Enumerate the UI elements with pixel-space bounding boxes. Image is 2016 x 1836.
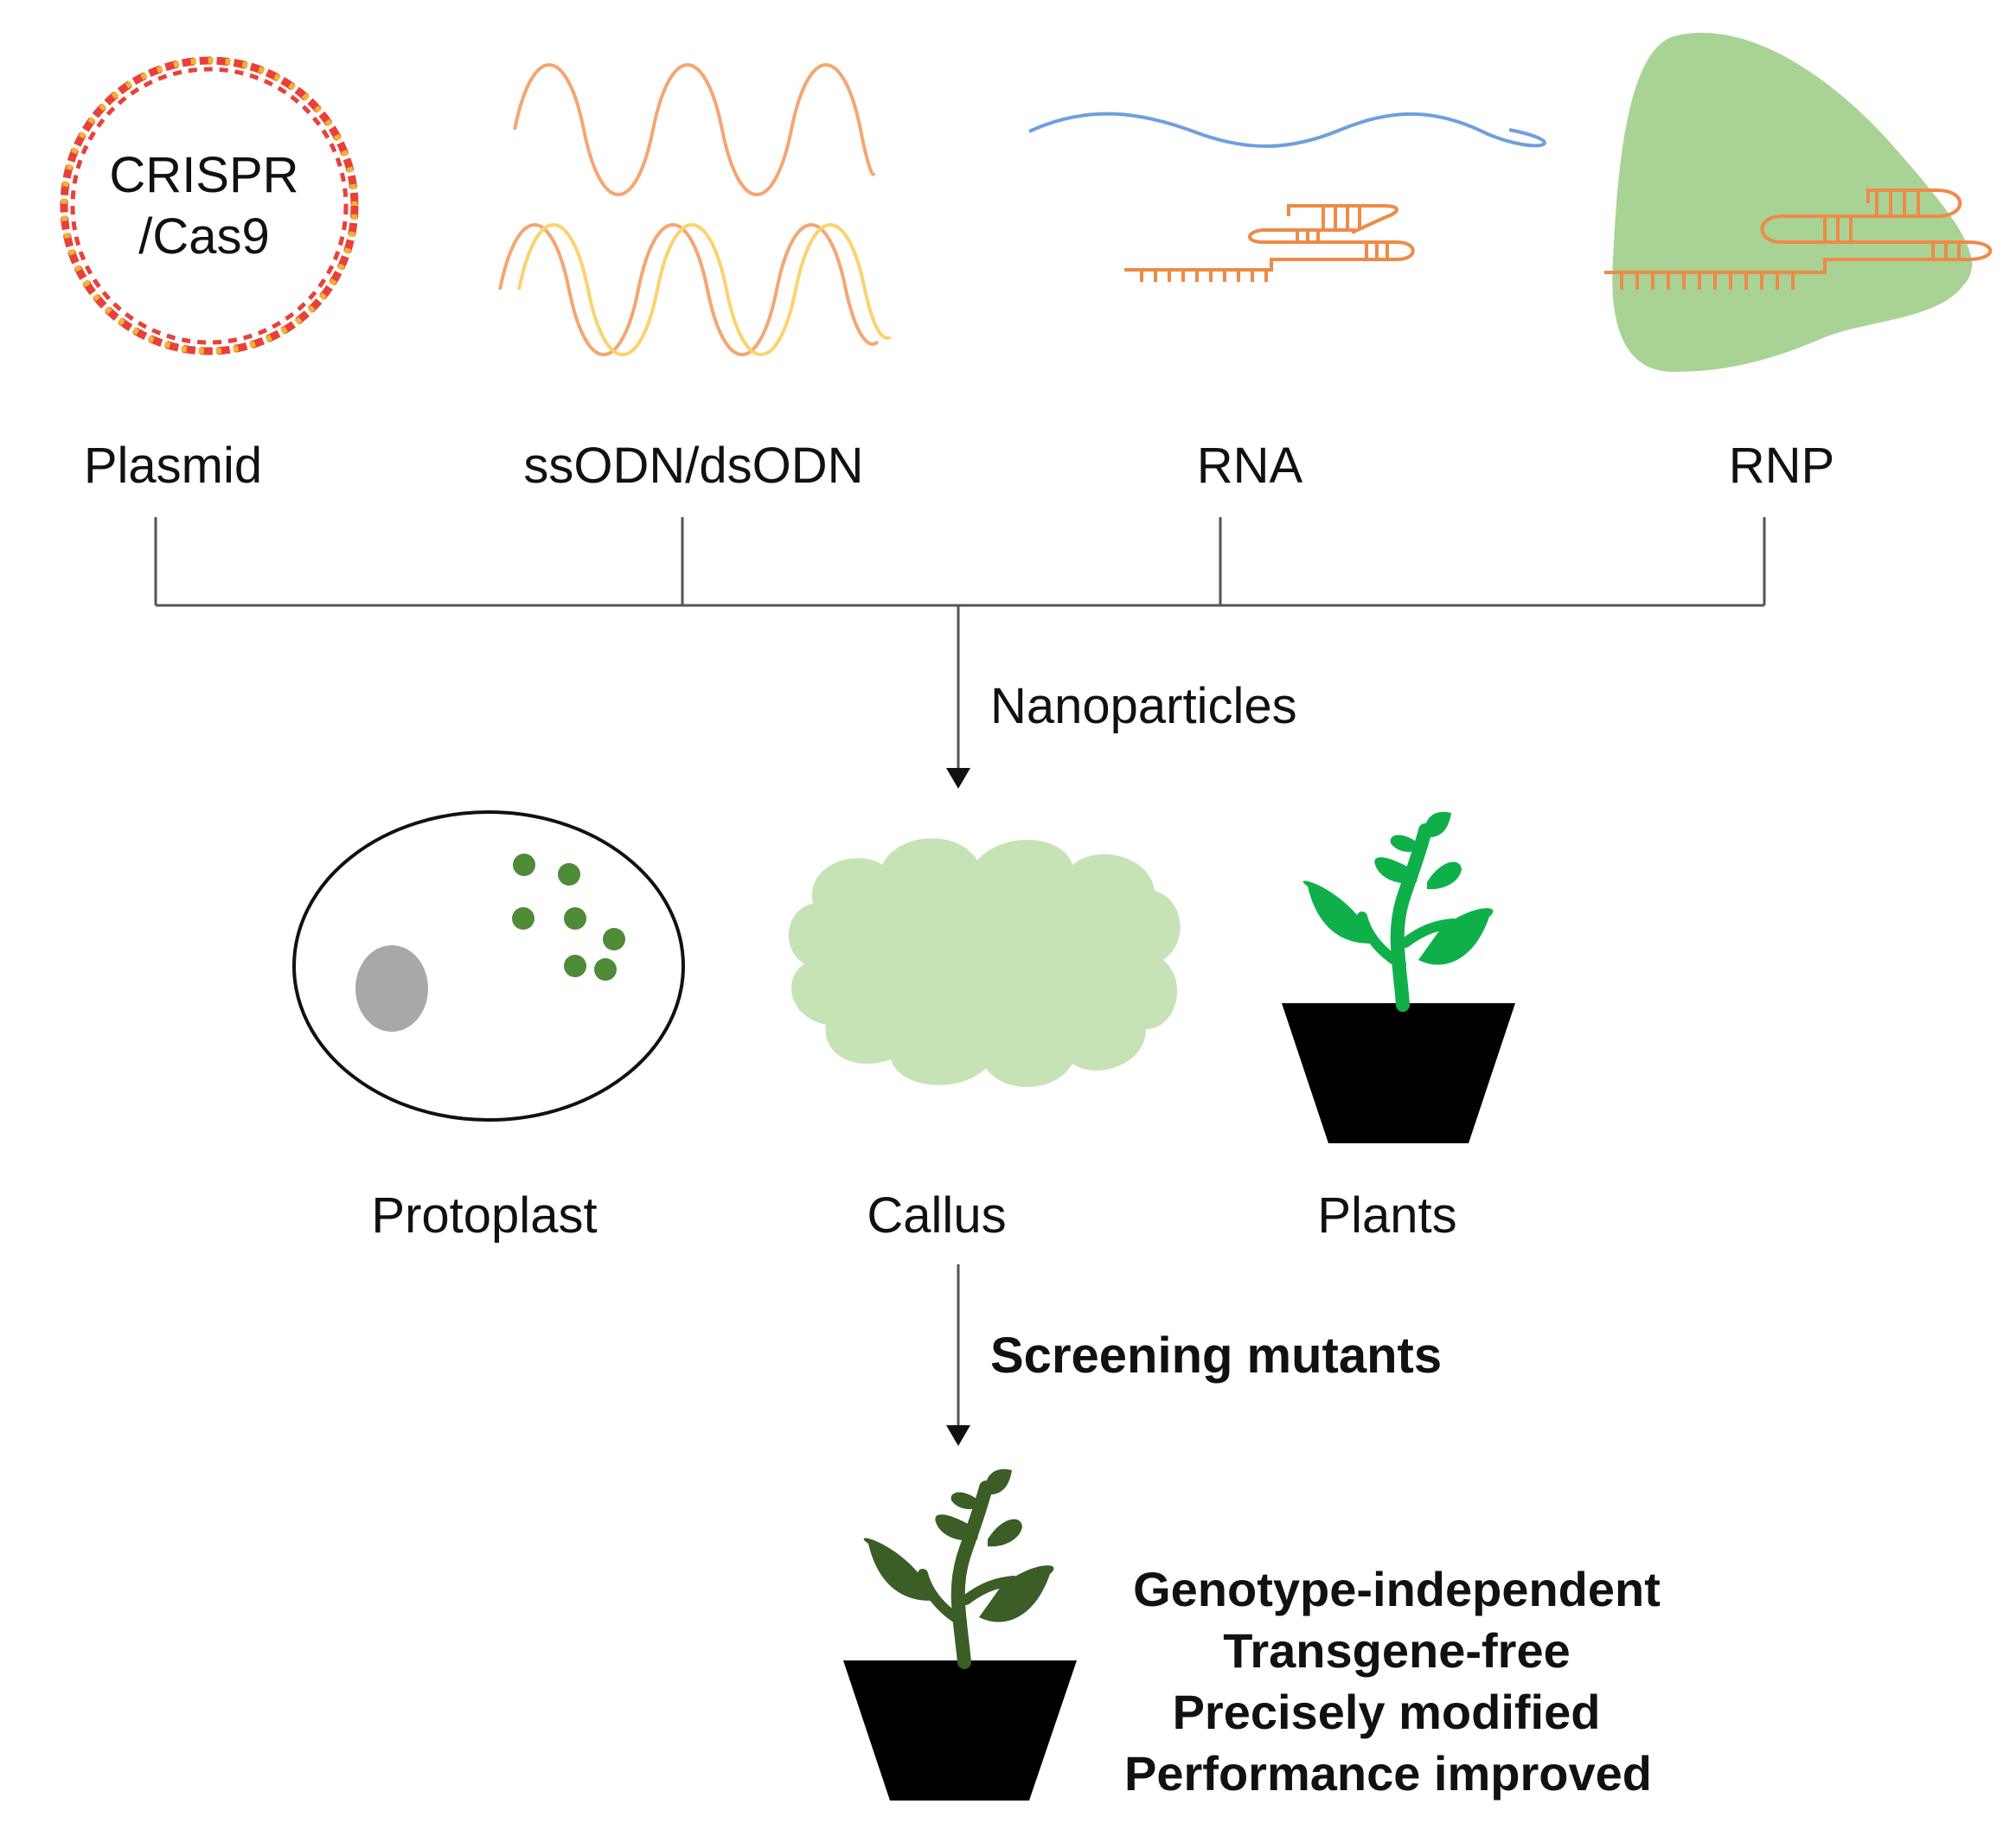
merge-bracket <box>154 517 1766 770</box>
odn-label: ssODN/dsODN <box>523 438 863 494</box>
benefit-precisely-modified: Precisely modified <box>1173 1685 1601 1739</box>
plasmid-inner-text-line2: /Cas9 <box>138 208 270 265</box>
callus-illustration <box>788 838 1181 1087</box>
benefits-list: Genotype-independent Transgene-free Prec… <box>1124 1562 1661 1801</box>
odn-illustration <box>498 63 892 356</box>
plasmid-illustration: CRISPR /Cas9 <box>60 56 359 355</box>
rna-illustration <box>1028 112 1546 282</box>
benefit-transgene-free: Transgene-free <box>1223 1623 1571 1678</box>
screening-arrowhead <box>946 1425 970 1446</box>
rnp-label: RNP <box>1729 438 1834 494</box>
callus-label: Callus <box>867 1187 1006 1244</box>
potted-plant-dark <box>843 1468 1077 1801</box>
nanoparticles-label: Nanoparticles <box>990 678 1297 734</box>
plasmid-label: Plasmid <box>84 438 262 494</box>
benefit-genotype-independent: Genotype-independent <box>1133 1562 1661 1616</box>
screening-label: Screening mutants <box>990 1327 1442 1384</box>
nanoparticles-arrowhead <box>946 768 970 789</box>
protoplast-illustration <box>292 810 685 1122</box>
potted-plant-bright <box>1282 811 1515 1143</box>
plants-label: Plants <box>1317 1187 1456 1244</box>
rna-label: RNA <box>1197 438 1303 494</box>
rnp-illustration <box>1604 32 1993 373</box>
protoplast-label: Protoplast <box>371 1187 597 1244</box>
benefit-performance-improved: Performance improved <box>1124 1746 1652 1801</box>
plasmid-inner-text-line1: CRISPR <box>109 147 298 203</box>
